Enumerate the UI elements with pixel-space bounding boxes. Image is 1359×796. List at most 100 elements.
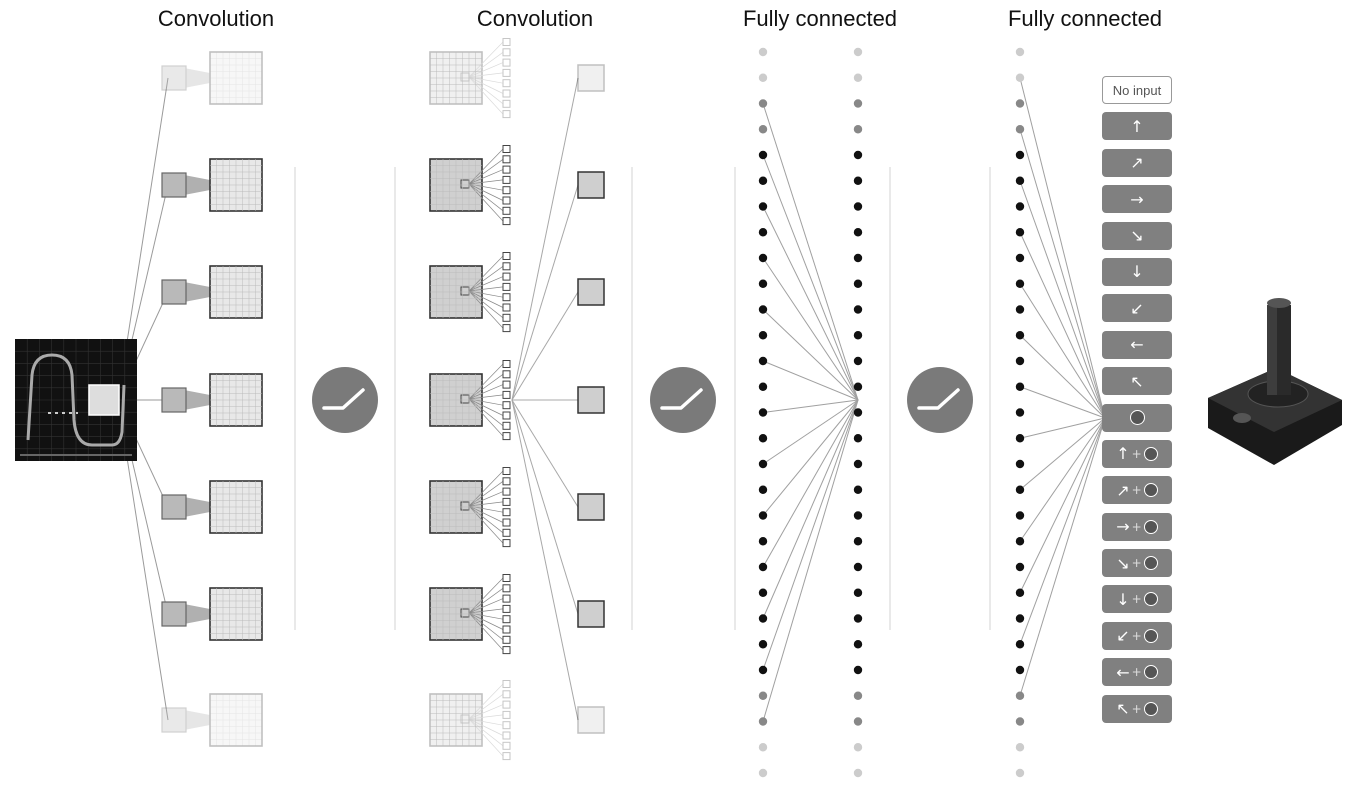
conv2-unit bbox=[502, 272, 511, 281]
fc-neuron bbox=[853, 485, 863, 494]
fc-neuron bbox=[1015, 459, 1025, 469]
conv2-fan-line bbox=[468, 169, 504, 185]
fc2-connection bbox=[1019, 180, 1106, 419]
relu-curve bbox=[322, 388, 365, 410]
conv2-fan-line bbox=[468, 183, 504, 212]
conv2-unit bbox=[502, 584, 511, 593]
fc2-title: Fully connected bbox=[1007, 6, 1163, 31]
conv2-input-map-grid bbox=[430, 694, 482, 746]
fc-neuron bbox=[758, 511, 768, 520]
conv2-unit bbox=[502, 293, 511, 302]
relu-activation-icon bbox=[907, 367, 973, 433]
conv2-fan-line bbox=[468, 374, 504, 400]
joystick-stick-highlight bbox=[1267, 305, 1277, 395]
conv2-input-map-grid bbox=[430, 266, 482, 318]
conv1-feature-map-grid bbox=[210, 159, 262, 211]
conv2-fan-line bbox=[468, 505, 504, 544]
conv2-unit bbox=[502, 360, 511, 368]
conv2-connection bbox=[511, 77, 579, 401]
fc-neuron bbox=[758, 253, 768, 263]
fc-neuron bbox=[758, 228, 768, 237]
conv1-feature-map-grid bbox=[210, 266, 262, 318]
fc-neuron bbox=[758, 743, 768, 752]
conv2-unit bbox=[502, 625, 511, 634]
conv2-unit bbox=[502, 303, 511, 312]
fc-neuron bbox=[853, 228, 863, 237]
joystick-stick-top bbox=[1267, 298, 1291, 308]
conv2-unit bbox=[502, 145, 511, 153]
conv2-unit bbox=[502, 99, 511, 108]
conv2-fan-line bbox=[468, 598, 504, 614]
fc-neuron bbox=[853, 176, 863, 185]
conv2-fan-line bbox=[468, 612, 504, 651]
conv2-output-map bbox=[577, 706, 605, 734]
conv1-filter-row bbox=[161, 51, 263, 105]
fc-neuron bbox=[758, 562, 768, 572]
action-down-right: ↘ bbox=[1102, 221, 1172, 250]
conv1-feature-map-grid bbox=[210, 52, 262, 104]
conv2-unit bbox=[502, 539, 511, 548]
fc-neuron bbox=[853, 356, 863, 366]
relu-activation-icon bbox=[312, 367, 378, 433]
fc1-connection bbox=[762, 154, 859, 401]
conv2-unit bbox=[502, 252, 511, 260]
action-left: ← bbox=[1102, 330, 1172, 359]
conv1-title: Convolution bbox=[157, 6, 275, 31]
fc-neuron bbox=[853, 562, 863, 572]
fc2-connection bbox=[1019, 417, 1106, 593]
conv2-unit bbox=[502, 421, 511, 430]
fc-neuron bbox=[1015, 511, 1025, 520]
action-right-fire: →+ bbox=[1102, 512, 1172, 541]
fc-neuron bbox=[853, 47, 863, 57]
conv2-output-map bbox=[577, 386, 605, 414]
fc-neuron bbox=[758, 640, 768, 649]
fc2-connection bbox=[1019, 417, 1106, 696]
relu-circle bbox=[650, 367, 716, 433]
conv2-unit bbox=[502, 206, 511, 215]
conv1-kernel bbox=[161, 494, 187, 520]
conv2-unit bbox=[502, 690, 511, 699]
conv2-fan-line bbox=[468, 608, 504, 614]
conv2-fan-line bbox=[468, 183, 504, 222]
conv2-unit bbox=[502, 110, 511, 119]
conv2-fan-line bbox=[468, 76, 504, 105]
fc-neuron bbox=[1015, 434, 1025, 443]
fc-neuron bbox=[853, 150, 863, 160]
fc2-connection bbox=[1019, 417, 1106, 439]
fc1-connection bbox=[762, 399, 859, 516]
conv2-fan-line bbox=[468, 398, 504, 416]
fc-neuron bbox=[758, 47, 768, 57]
conv2-unit bbox=[502, 390, 511, 399]
conv1-feature-map bbox=[209, 693, 263, 747]
conv2-unit bbox=[502, 217, 511, 226]
fc-neuron bbox=[758, 73, 768, 82]
conv2-unit bbox=[502, 370, 511, 379]
fc-neuron bbox=[1015, 279, 1025, 288]
conv2-fan-line bbox=[468, 612, 504, 630]
fc-neuron bbox=[758, 331, 768, 340]
fc-neuron bbox=[1015, 150, 1025, 160]
fc-neuron bbox=[853, 73, 863, 82]
conv2-fan-line bbox=[468, 183, 504, 201]
fc2-connection bbox=[1019, 283, 1106, 419]
conv2-unit bbox=[502, 646, 511, 655]
fc-neuron bbox=[853, 459, 863, 469]
fc1-connection bbox=[762, 257, 859, 401]
fire-button-icon bbox=[1143, 628, 1158, 643]
conv2-fan-line bbox=[468, 384, 504, 400]
fc1-connection bbox=[762, 103, 859, 401]
fc2-connection bbox=[1019, 77, 1106, 419]
conv2-unit bbox=[502, 380, 511, 389]
conv2-fan-line bbox=[468, 718, 504, 757]
fc-neuron bbox=[758, 614, 768, 623]
fc-neuron bbox=[758, 99, 768, 108]
conv2-output-map bbox=[577, 278, 605, 306]
fire-button-icon bbox=[1143, 446, 1158, 461]
conv2-fan-line bbox=[468, 266, 504, 292]
fc-neuron bbox=[758, 459, 768, 469]
screen-track bbox=[26, 353, 126, 447]
conv2-fan-line bbox=[468, 398, 504, 427]
action-left-fire: ←+ bbox=[1102, 658, 1172, 687]
conv2-unit bbox=[502, 313, 511, 322]
